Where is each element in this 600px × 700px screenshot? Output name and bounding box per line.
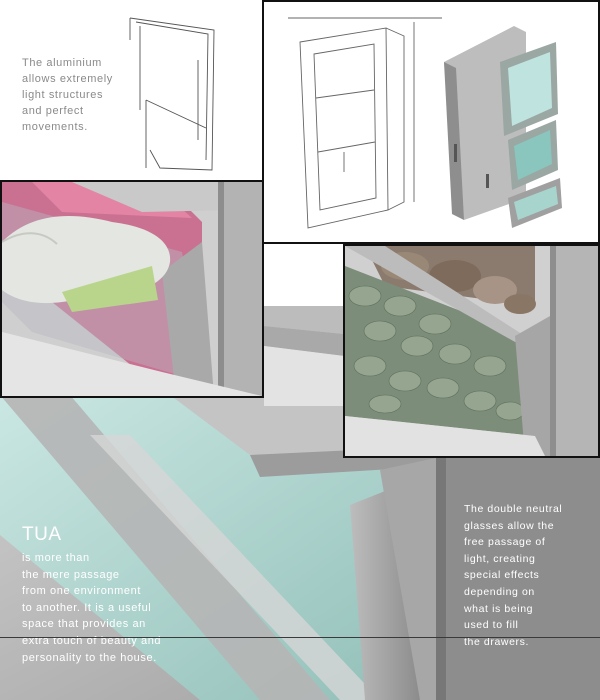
glasses-caption-line: what is being	[464, 602, 534, 615]
glasses-caption-line: glasses allow the	[464, 519, 555, 532]
glasses-caption-line: the drawers.	[464, 635, 529, 648]
glasses-caption-line: free passage of	[464, 536, 546, 549]
glasses-caption-line: special effects	[464, 569, 540, 582]
tua-description-line: from one environment	[22, 585, 141, 598]
stone-drawer-panel	[343, 244, 600, 458]
door-and-drawers-art	[288, 17, 562, 229]
glasses-caption-line: depending on	[464, 585, 535, 598]
frame-sketch-art	[129, 17, 215, 171]
tua-title: TUA	[22, 524, 62, 545]
aluminium-caption: The aluminium allows extremely light str…	[22, 55, 142, 135]
frame-detail-panel	[264, 306, 344, 406]
tua-description-line: to another. It is a useful	[22, 601, 152, 614]
glasses-caption-line: used to fill	[464, 619, 519, 632]
stone-drawer-art	[345, 246, 598, 456]
towel-drawer-panel	[0, 180, 264, 398]
aluminium-caption-line: The aluminium	[22, 57, 102, 69]
tua-description: is more than the mere passage from one e…	[22, 550, 212, 666]
towel-drawer-art	[2, 182, 262, 396]
aluminium-caption-line: light structures	[22, 89, 104, 101]
tua-description-line: extra touch of beauty and	[22, 634, 162, 647]
sketch-panel-top-left	[0, 0, 264, 184]
aluminium-caption-line: allows extremely	[22, 73, 113, 85]
door-sketch-panel	[262, 0, 600, 244]
glasses-caption: The double neutral glasses allow the fre…	[464, 501, 594, 650]
tua-description-line: space that provides an	[22, 618, 146, 631]
tua-description-line: personality to the house.	[22, 651, 157, 664]
tua-description-line: is more than	[22, 552, 90, 564]
aluminium-caption-line: movements.	[22, 121, 88, 133]
aluminium-caption-line: and perfect	[22, 105, 84, 117]
glasses-caption-line: light, creating	[464, 552, 536, 565]
divider-line	[0, 637, 600, 638]
tua-description-line: the mere passage	[22, 568, 120, 581]
frame-detail-art	[264, 306, 344, 406]
glasses-caption-line: The double neutral	[464, 503, 563, 515]
